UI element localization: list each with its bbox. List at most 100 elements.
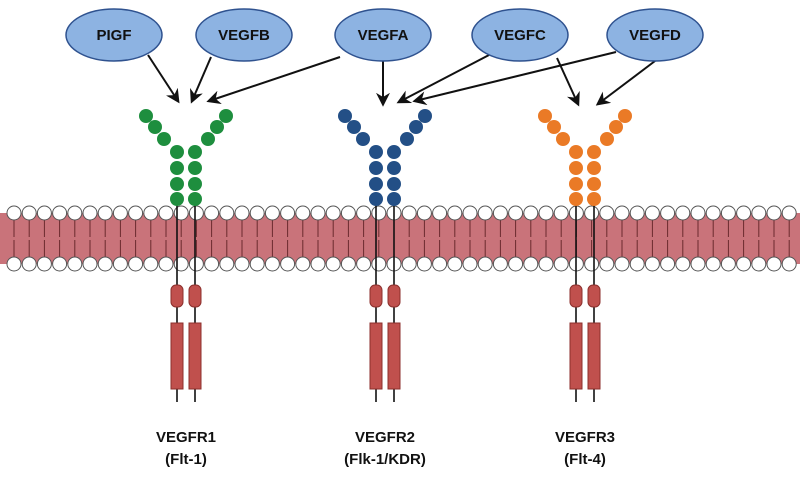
phospholipid-head: [219, 256, 235, 272]
ligand-pigf-ellipse: [65, 8, 163, 62]
phospholipid-head: [690, 256, 706, 272]
receptor-labels: VEGFR1 (Flt-1) VEGFR2 (Flk-1/KDR) VEGFR3…: [156, 429, 615, 468]
ligand-vegfd: VEGFD: [606, 8, 704, 62]
phospholipid-head: [67, 205, 83, 221]
kinase-domain: [569, 322, 583, 390]
ig-domain: [188, 161, 202, 175]
phospholipid-head: [644, 205, 660, 221]
phospholipid-head: [675, 205, 691, 221]
ig-domain: [387, 192, 401, 206]
ig-domain: [369, 145, 383, 159]
ig-domain: [347, 120, 361, 134]
phospholipid-head: [416, 256, 432, 272]
ig-domain: [538, 109, 552, 123]
phospholipid-head: [325, 205, 341, 221]
phospholipid-head: [325, 256, 341, 272]
phospholipid-head: [553, 256, 569, 272]
ig-domain: [369, 177, 383, 191]
ig-domain: [387, 177, 401, 191]
ig-domain: [569, 177, 583, 191]
receptor-vegfr3-alias: (Flt-4): [564, 451, 606, 468]
ligand-vegfa-label: VEGFA: [358, 27, 409, 44]
kinase-domain: [369, 322, 383, 390]
ig-domain: [587, 161, 601, 175]
binding-arrow-vegfc-vegfr3: [556, 57, 580, 107]
ig-domain: [556, 132, 570, 146]
lipid-tails: [13, 220, 790, 257]
phospholipid-head: [280, 205, 296, 221]
receptor-vegfr1: [139, 109, 233, 402]
phospholipid-head: [310, 256, 326, 272]
phospholipid-head: [751, 256, 767, 272]
receptor-vegfr2-alias: (Flk-1/KDR): [344, 451, 426, 468]
receptor-vegfr2: [338, 109, 432, 402]
phospholipid-head: [97, 205, 113, 221]
phospholipid-head: [36, 205, 52, 221]
phospholipid-head: [720, 256, 736, 272]
phospholipid-head: [204, 256, 220, 272]
phospholipid-head: [751, 205, 767, 221]
ig-domain: [600, 132, 614, 146]
ig-domain: [201, 132, 215, 146]
receptor-vegfr3: [538, 109, 632, 402]
ligand-vegfb-label: VEGFB: [218, 27, 270, 44]
phospholipid-head: [295, 256, 311, 272]
phospholipid-head: [447, 256, 463, 272]
phospholipid-head: [249, 205, 265, 221]
phospholipid-head: [356, 205, 372, 221]
ligand-pigf-label: PIGF: [96, 27, 131, 44]
phospholipid-head: [447, 205, 463, 221]
ig-domain: [210, 120, 224, 134]
ig-domain: [569, 161, 583, 175]
ig-domain: [369, 161, 383, 175]
juxtamembrane-domain: [387, 284, 401, 308]
ig-domain: [369, 192, 383, 206]
phospholipid-head: [128, 256, 144, 272]
ig-domain: [139, 109, 153, 123]
phospholipid-head: [508, 205, 524, 221]
phospholipid-head: [188, 256, 204, 272]
phospholipid-head: [52, 256, 68, 272]
phospholipid-head: [477, 205, 493, 221]
phospholipid-head: [188, 205, 204, 221]
phospholipid-head: [143, 256, 159, 272]
phospholipid-head: [295, 205, 311, 221]
phospholipid-head: [204, 205, 220, 221]
ig-domain: [569, 145, 583, 159]
phospholipid-head: [720, 205, 736, 221]
receptor-vegfr1-alias: (Flt-1): [165, 451, 207, 468]
phospholipid-head: [736, 205, 752, 221]
binding-arrow-pigf-vegfr1: [147, 54, 180, 104]
ig-domain: [170, 192, 184, 206]
ig-domain: [409, 120, 423, 134]
receptor-vegfr1-name: VEGFR1: [156, 429, 216, 446]
phospholipid-head: [249, 256, 265, 272]
phospholipid-head: [477, 256, 493, 272]
phospholipid-head: [553, 205, 569, 221]
ig-domain: [338, 109, 352, 123]
phospholipid-head: [82, 256, 98, 272]
kinase-domain: [587, 322, 601, 390]
phospholipid-head: [462, 205, 478, 221]
phospholipid-head: [280, 256, 296, 272]
ig-domain: [418, 109, 432, 123]
phospholipid-head: [705, 256, 721, 272]
ig-domain: [188, 145, 202, 159]
binding-arrow-vegfd-vegfr3: [595, 60, 656, 106]
ig-domain: [219, 109, 233, 123]
ig-domain: [609, 120, 623, 134]
phospholipid-head: [523, 205, 539, 221]
ig-domain: [188, 192, 202, 206]
phospholipid-head: [310, 205, 326, 221]
binding-arrow-vegfa-vegfr1: [206, 56, 341, 105]
phospholipid-head: [158, 205, 174, 221]
phospholipid-head: [158, 256, 174, 272]
ligand-vegfd-label: VEGFD: [629, 27, 681, 44]
phospholipid-head: [234, 256, 250, 272]
phospholipid-heads: [6, 205, 797, 272]
phospholipid-head: [538, 256, 554, 272]
phospholipid-head: [508, 256, 524, 272]
ig-domain: [569, 192, 583, 206]
receptor-vegfr2-name: VEGFR2: [355, 429, 415, 446]
